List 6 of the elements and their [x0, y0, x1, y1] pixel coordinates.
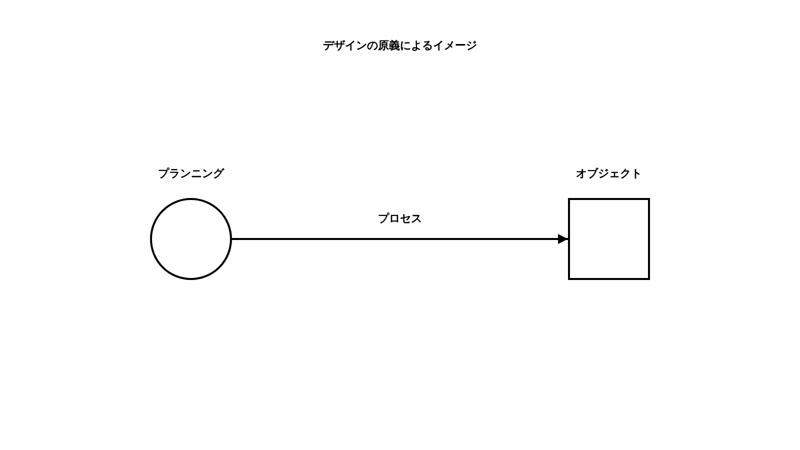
- square-shape: [568, 198, 650, 280]
- edge-label: プロセス: [378, 211, 422, 226]
- arrow: [232, 234, 568, 244]
- node-caption: プランニング: [157, 166, 226, 181]
- node-caption: オブジェクト: [575, 166, 643, 181]
- diagram-title: デザインの原義によるイメージ: [322, 38, 478, 53]
